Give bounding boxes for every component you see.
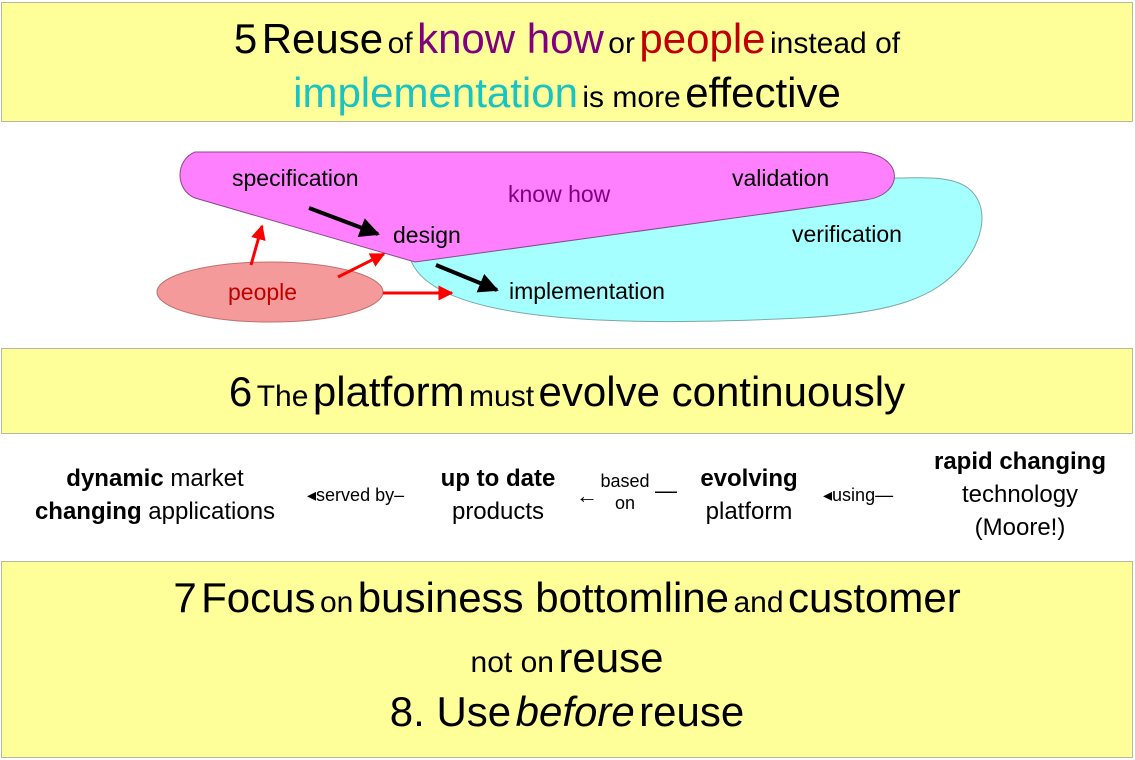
principle-7-line-2: not on reuse [470,634,664,681]
principle-5-line-1: 5 Reuse of know how or people instead of [233,15,901,62]
principle-5-line-2: implementation is more effective [293,69,841,116]
reuse-diagram: specification know how validation design… [156,151,983,323]
served-by-connector: ◂served by– [307,485,405,505]
people-to-specification-arrow [249,224,266,266]
validation-label: validation [732,165,829,191]
know-how-term: know how [417,15,604,62]
principle-7-8-banner: 7 Focus on business bottomline and custo… [1,561,1133,758]
implementation-term: implementation [293,69,578,116]
arrow-left-icon: ◂ [307,485,317,505]
people-label: people [228,279,297,305]
applications-node: dynamic market changing applications [34,465,276,525]
design-to-implementation-arrow [435,263,499,293]
principle-7-line-1: 7 Focus on business bottomline and custo… [173,574,961,621]
spec-to-design-arrow [308,206,380,238]
principle-8-line: 8. Use before reuse [389,688,745,735]
verification-label: verification [792,221,902,247]
design-label: design [393,222,461,248]
implementation-label: implementation [509,278,665,304]
people-to-design-arrow [337,252,386,279]
know-how-label: know how [508,181,611,207]
principle-6-banner: 6 The platform must evolve continuously [1,348,1133,434]
people-term: people [639,15,766,62]
using-connector: ◂using— [823,485,894,505]
arrow-left-icon: ← [576,483,598,508]
products-node: up to date products [440,465,556,525]
principle-5-banner: 5 Reuse of know how or people instead of… [1,2,1133,122]
principle-6-line: 6 The platform must evolve continuously [228,368,906,415]
technology-node: rapid changing technology (Moore!) [933,448,1106,541]
specification-label: specification [232,165,359,191]
platform-node: evolving platform [700,465,798,525]
arrow-left-icon: ◂ [823,485,833,505]
